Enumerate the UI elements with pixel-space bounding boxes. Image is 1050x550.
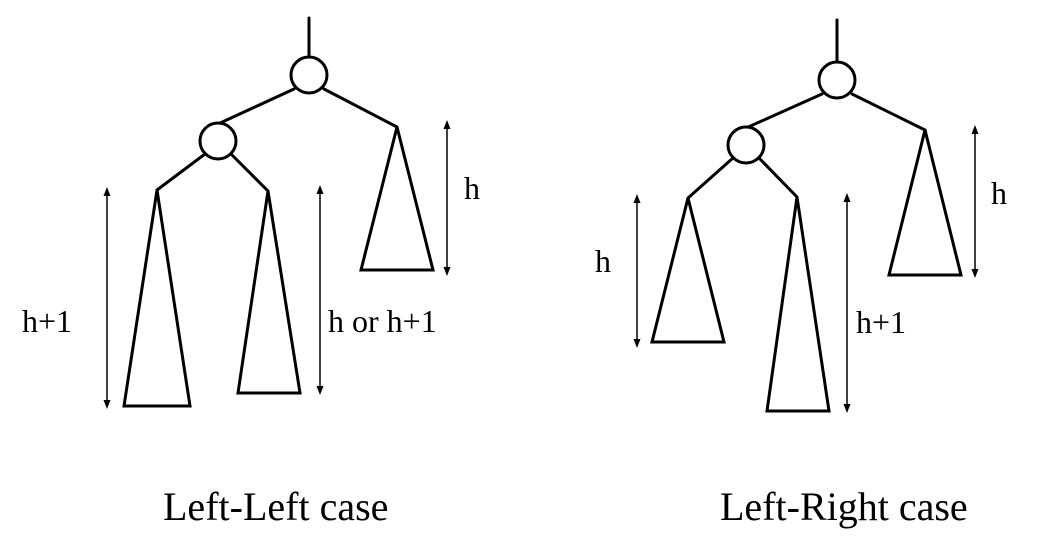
ll-left-child-node [198, 121, 238, 161]
ll-middle-subtree [236, 190, 302, 395]
lr-right-height-arrow [971, 125, 979, 278]
ll-child-right-edge [229, 152, 270, 193]
lr-middle-height-arrow [843, 193, 851, 413]
lr-left-subtree [650, 197, 726, 344]
lr-right-subtree [887, 129, 963, 277]
lr-caption: Left-Right case [720, 484, 968, 529]
ll-root-node [289, 55, 329, 95]
lr-child-right-edge [757, 156, 799, 199]
lr-child-left-edge [686, 156, 735, 200]
lr-root-node [817, 60, 857, 100]
lr-left-height-label: h [595, 243, 611, 279]
ll-middle-height-label: h or h+1 [328, 303, 437, 339]
ll-right-height-label: h [464, 170, 480, 206]
ll-left-height-label: h+1 [22, 303, 72, 339]
ll-child-left-edge [155, 152, 207, 192]
lr-middle-subtree [765, 196, 831, 413]
ll-root-right-edge [322, 87, 399, 129]
ll-right-height-arrow [443, 120, 451, 276]
lr-middle-height-label: h+1 [856, 304, 906, 340]
lr-root-right-edge [850, 92, 927, 132]
lr-left-child-node [726, 125, 766, 165]
ll-root-left-edge [216, 87, 296, 126]
lr-root-left-edge [744, 92, 824, 130]
left-left-case: h+1 h or h+1 h Left-Left case [22, 16, 480, 529]
left-right-case: h h+1 h Left-Right case [595, 18, 1007, 529]
ll-left-height-arrow [103, 187, 111, 409]
lr-left-height-arrow [633, 194, 641, 348]
ll-right-subtree [359, 126, 435, 272]
ll-middle-height-arrow [316, 185, 324, 395]
ll-left-subtree [122, 189, 192, 408]
lr-right-height-label: h [991, 175, 1007, 211]
ll-caption: Left-Left case [163, 484, 388, 529]
